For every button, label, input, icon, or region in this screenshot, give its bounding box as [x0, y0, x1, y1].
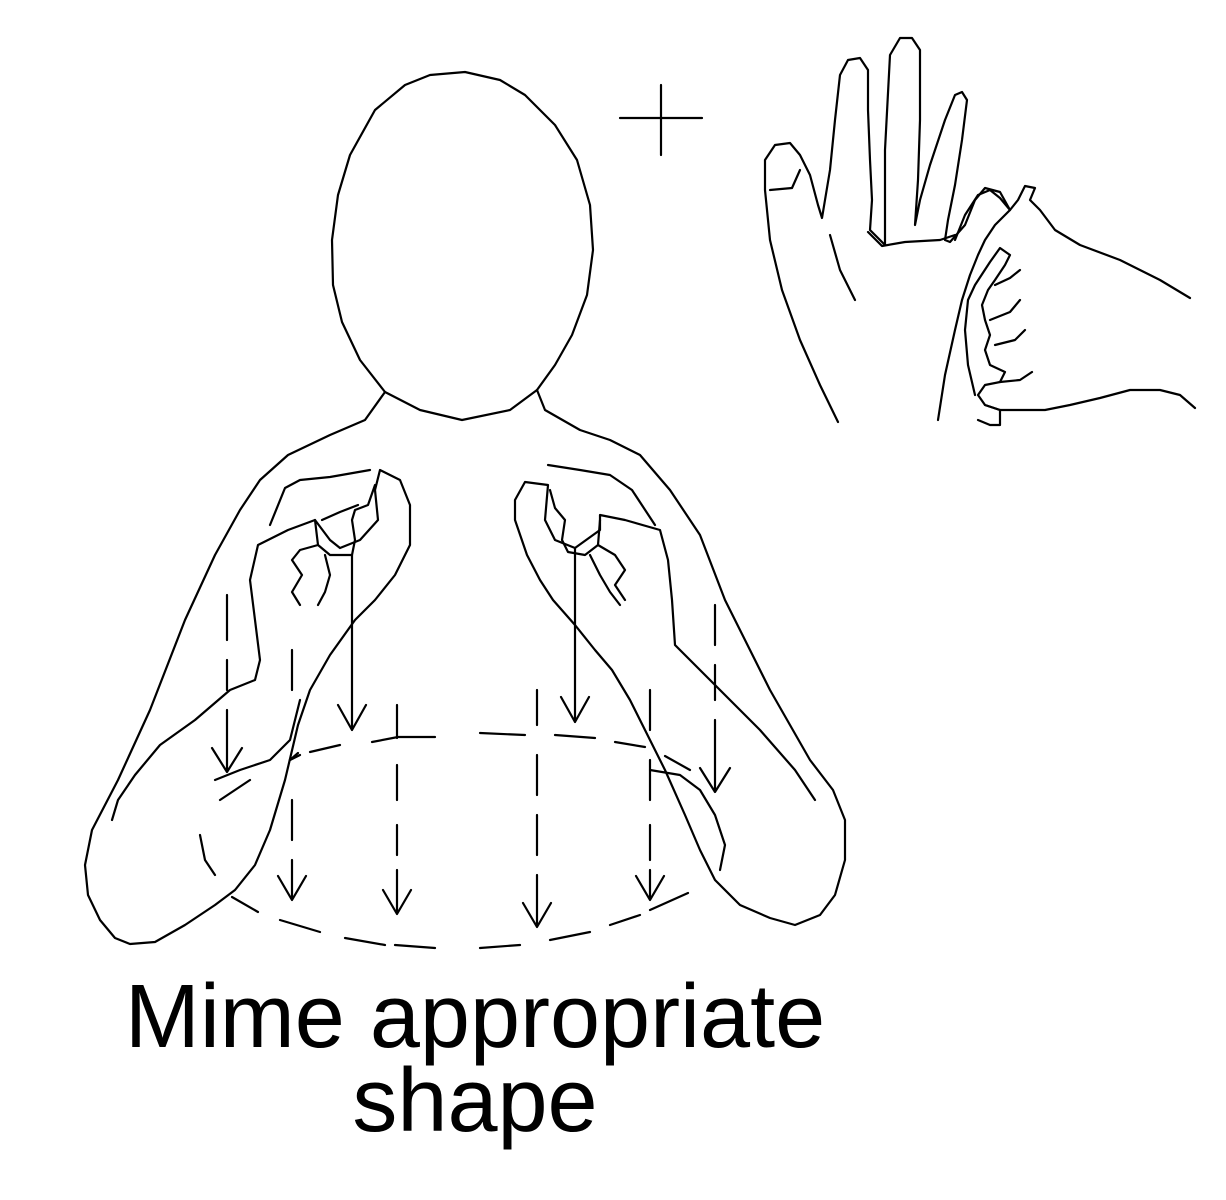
caption-line-1: Mime appropriate: [124, 967, 826, 1067]
caption-line-2: shape: [352, 1051, 598, 1151]
torso-outline: [83, 390, 412, 946]
right-hand-fist: [546, 463, 657, 607]
arrow-dashed-mid-left: [381, 703, 413, 916]
left-hand-fist: [268, 468, 377, 607]
handshape-inset: [763, 36, 1197, 427]
shape-outline-top: [288, 731, 692, 772]
right-arm-outline: [513, 388, 847, 927]
arrow-left-center: [336, 553, 368, 732]
head-outline: [330, 70, 595, 422]
arrow-dashed-right-inner: [634, 688, 666, 902]
arrow-dashed-mid-right: [521, 688, 553, 929]
arrow-dashed-far-left: [210, 593, 244, 774]
arrow-dashed-far-right: [698, 603, 732, 794]
movement-arrows: [210, 546, 732, 950]
sign-caption: Mime appropriate shape: [0, 967, 950, 1151]
open-hand-outline: [763, 36, 1012, 424]
shape-outline-bottom: [230, 891, 690, 950]
plus-icon: [618, 83, 704, 157]
shape-left-edge: [218, 753, 302, 802]
pinch-finger-joints: [976, 268, 1034, 427]
arrow-dashed-left-inner: [276, 648, 308, 902]
left-forearm-line: [198, 698, 302, 877]
arrow-right-center: [559, 546, 591, 724]
thumb-nail: [768, 168, 802, 192]
person-figure: [83, 70, 847, 946]
right-forearm-line: [648, 768, 727, 872]
pinch-hand-outline: [953, 184, 1197, 412]
palm-line: [828, 230, 957, 302]
